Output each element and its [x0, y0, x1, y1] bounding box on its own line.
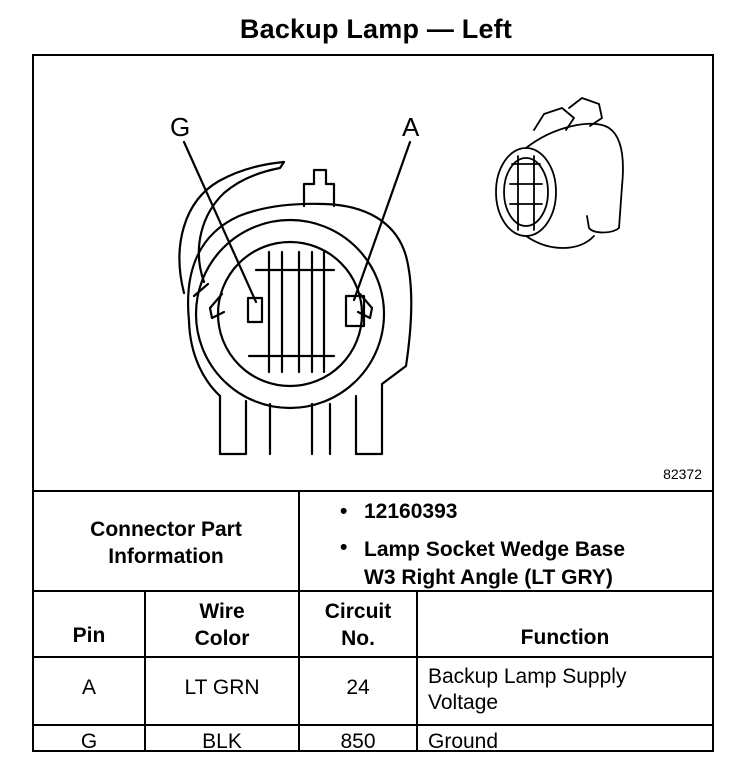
connector-diagram: G A 82372 [34, 56, 712, 490]
bullet-part-number: • [340, 500, 348, 523]
pin-label-g: G [170, 112, 191, 142]
connector-info-label: Connector Part Information [34, 516, 298, 570]
pin-label-a: A [402, 112, 420, 142]
row-a-circuit: 24 [346, 676, 370, 699]
page-title: Backup Lamp — Left [239, 14, 513, 44]
part-description: Lamp Socket Wedge Base W3 Right Angle (L… [364, 536, 625, 592]
figure-number: 82372 [663, 466, 702, 482]
row-g-pin: G [80, 730, 98, 753]
header-bottom-rule [34, 656, 712, 658]
table-top-rule [34, 490, 712, 492]
row-a-function-line2: Voltage [428, 691, 499, 714]
part-number: 12160393 [364, 500, 458, 523]
part-description-line1: Lamp Socket Wedge Base [364, 538, 626, 561]
row-a-function-line1: Backup Lamp Supply [428, 665, 627, 688]
header-circuit-line2: No. [341, 627, 375, 650]
header-wire-color-line1: Wire [199, 600, 245, 623]
col-divider-circuit [416, 590, 418, 752]
header-pin: Pin [72, 624, 106, 647]
col-divider-pin [144, 590, 146, 752]
row-a-function: Backup Lamp Supply Voltage [428, 664, 626, 716]
connector-info-label-line2: Information [108, 545, 224, 568]
row-a-wire-color: LT GRN [184, 676, 260, 699]
col-divider-main [298, 490, 300, 752]
row-a-pin: A [81, 676, 96, 699]
row-g-circuit: 850 [340, 730, 376, 753]
bullet-description: • [340, 536, 348, 559]
header-top-rule [34, 590, 712, 592]
header-wire-color: Wire Color [146, 598, 298, 652]
row-g-function: Ground [428, 730, 499, 753]
header-circuit-line1: Circuit [324, 600, 392, 623]
connector-sheet: G A 82372 Connector Part Information • 1… [32, 54, 714, 753]
header-circuit: Circuit No. [300, 598, 416, 652]
header-wire-color-line2: Color [194, 627, 250, 650]
row-divider [34, 724, 712, 726]
connector-info-label-line1: Connector Part [90, 518, 242, 541]
connector-face-drawing [178, 97, 624, 456]
header-function: Function [520, 626, 610, 649]
part-description-line2: W3 Right Angle (LT GRY) [364, 566, 613, 589]
row-g-wire-color: BLK [202, 730, 242, 753]
